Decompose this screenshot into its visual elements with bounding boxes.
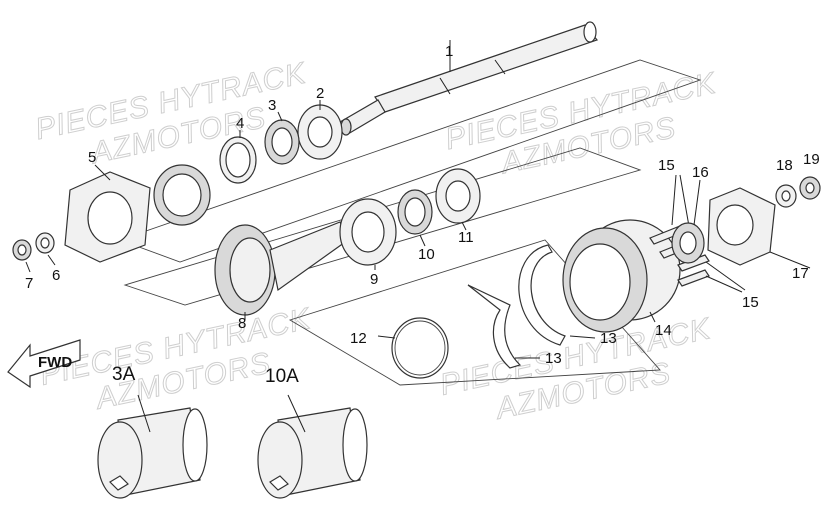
part-7-nut: [12, 239, 32, 273]
label-19: 19: [803, 151, 820, 168]
part-16-seal: [671, 179, 705, 264]
part-13-shim-upper: [518, 244, 596, 346]
part-3a-cylinder: [97, 394, 208, 499]
part-15-bolts-lower: [677, 254, 746, 293]
label-10: 10: [418, 246, 435, 263]
label-8: 8: [238, 315, 246, 332]
label-16: 16: [692, 164, 709, 181]
part-19-nut: [799, 176, 821, 200]
label-14: 14: [655, 322, 672, 339]
label-17: 17: [792, 265, 809, 282]
part-12-o-ring: [377, 317, 449, 379]
label-11: 11: [458, 229, 474, 246]
part-8-bevel-gear: [214, 221, 349, 320]
label-2: 2: [316, 85, 324, 102]
lower-group-outline: [288, 239, 661, 386]
label-1: 1: [445, 43, 453, 60]
label-15-lower: 15: [742, 294, 759, 311]
part-3-needle-bearing: [264, 111, 300, 165]
label-7: 7: [25, 275, 33, 292]
part-11-bearing: [435, 168, 481, 231]
label-3: 3: [268, 97, 276, 114]
part-10-needle-bearing: [397, 189, 433, 247]
label-12: 12: [350, 330, 367, 347]
part-13-shim-lower: [467, 284, 540, 369]
part-10a-cylinder: [257, 394, 368, 499]
label-15-upper: 15: [658, 157, 675, 174]
watermark-bottom-left: PIECES HYTRACK AZMOTORS: [37, 301, 316, 416]
part-17-output-flange: [707, 187, 811, 269]
top-group-outline: [118, 59, 702, 263]
label-18: 18: [776, 157, 793, 174]
label-13-upper: 13: [600, 330, 617, 347]
watermark-bottom-right: PIECES HYTRACK AZMOTORS: [437, 311, 716, 426]
label-5: 5: [88, 149, 96, 166]
part-14-flange-housing: [562, 219, 681, 333]
label-3a: 3A: [112, 364, 136, 385]
part-6-washer: [35, 232, 56, 266]
part-2-bearing: [297, 100, 343, 160]
part-18-washer: [775, 184, 797, 208]
middle-group-outline: [123, 147, 642, 306]
svg-text:FWD: FWD: [38, 354, 72, 371]
label-13-lower: 13: [545, 350, 562, 367]
part-4-ring: [219, 130, 257, 184]
label-4: 4: [236, 115, 244, 132]
fwd-arrow-icon: FWD: [7, 339, 81, 389]
label-9: 9: [370, 271, 378, 288]
part-5-housing: [64, 164, 211, 263]
label-6: 6: [52, 267, 60, 284]
part-9-bearing: [339, 198, 397, 270]
label-10a: 10A: [265, 366, 299, 387]
